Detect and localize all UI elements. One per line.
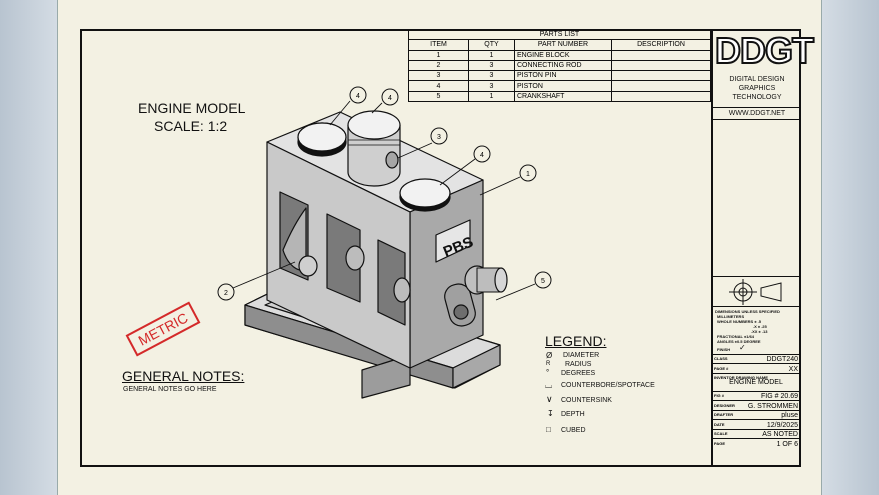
tolerance-line: MILLIMETERS <box>717 314 745 319</box>
finish-symbol-icon: ✓ <box>739 343 746 352</box>
svg-text:1: 1 <box>526 171 530 178</box>
drawing-scale: SCALE: 1:2 <box>154 118 228 134</box>
svg-text:3: 3 <box>437 134 441 141</box>
title-block: DDGT DIGITAL DESIGN GRAPHICS TECHNOLOGY … <box>711 29 815 467</box>
piston-right <box>399 178 451 212</box>
tolerance-line: ANGLES ±0.5 DEGREE <box>717 339 761 344</box>
balloon[interactable]: 4 <box>381 88 399 106</box>
website-link[interactable]: WWW.DDGT.NET <box>728 110 786 117</box>
third-angle-projection-icon <box>729 279 782 305</box>
svg-text:5: 5 <box>541 278 545 285</box>
crankshaft <box>444 265 508 327</box>
parts-list-table: PARTS LIST ITEM QTY PART NUMBER DESCRIPT… <box>408 28 711 103</box>
ddgt-logo: DDGT <box>714 29 815 72</box>
tolerance-line: FRACTIONAL ±1/64 <box>717 334 755 339</box>
svg-text:4: 4 <box>388 95 392 102</box>
legend-title: LEGEND: <box>545 333 607 349</box>
drawing-title: ENGINE MODEL <box>138 100 246 116</box>
balloon[interactable]: 5 <box>534 271 552 289</box>
metric-stamp-text: METRIC <box>136 309 191 348</box>
engine-block <box>266 111 484 369</box>
viewport-background-right <box>822 0 879 495</box>
balloon[interactable]: 3 <box>430 127 448 145</box>
projection-symbol-box <box>713 277 801 307</box>
company-logo-box: DDGT DIGITAL DESIGN GRAPHICS TECHNOLOGY <box>713 29 815 108</box>
tolerance-box: DIMENSIONS UNLESS SPECIFIED MILLIMETERS … <box>713 307 801 355</box>
blank-box <box>713 120 801 277</box>
svg-text:4: 4 <box>480 152 484 159</box>
company-line1: DIGITAL DESIGN <box>729 76 785 83</box>
general-notes-text: GENERAL NOTES GO HERE <box>123 386 217 393</box>
leader-lines <box>232 100 536 301</box>
tolerance-line: .XX ± .13 <box>751 329 768 334</box>
piston-raised <box>347 110 401 187</box>
finish-label: FINISH <box>717 347 731 352</box>
tolerance-line: .X ± .25 <box>753 324 767 329</box>
company-line3: TECHNOLOGY <box>732 94 782 101</box>
general-notes-title: GENERAL NOTES: <box>122 368 245 384</box>
balloon[interactable]: 1 <box>519 164 537 182</box>
website-box: WWW.DDGT.NET <box>713 108 801 120</box>
metric-stamp: METRIC <box>125 301 201 357</box>
company-line2: GRAPHICS <box>738 85 776 92</box>
field-page-number: PAGE #XX <box>713 365 801 374</box>
balloon[interactable]: 4 <box>473 145 491 163</box>
svg-text:2: 2 <box>224 290 228 297</box>
piston-left <box>297 122 347 157</box>
svg-text:4: 4 <box>356 93 360 100</box>
balloon[interactable]: 4 <box>349 86 367 104</box>
tolerance-heading: DIMENSIONS UNLESS SPECIFIED <box>715 309 780 314</box>
balloon[interactable]: 2 <box>217 283 235 301</box>
tolerance-line: WHOLE NUMBERS ± .5 <box>717 319 761 324</box>
viewport-background-left <box>0 0 57 495</box>
item-balloons: 4 4 3 4 1 2 5 <box>217 86 552 301</box>
cell-description <box>611 90 711 103</box>
field-fig-number: FIG #FIG # 20.69 <box>713 392 801 402</box>
